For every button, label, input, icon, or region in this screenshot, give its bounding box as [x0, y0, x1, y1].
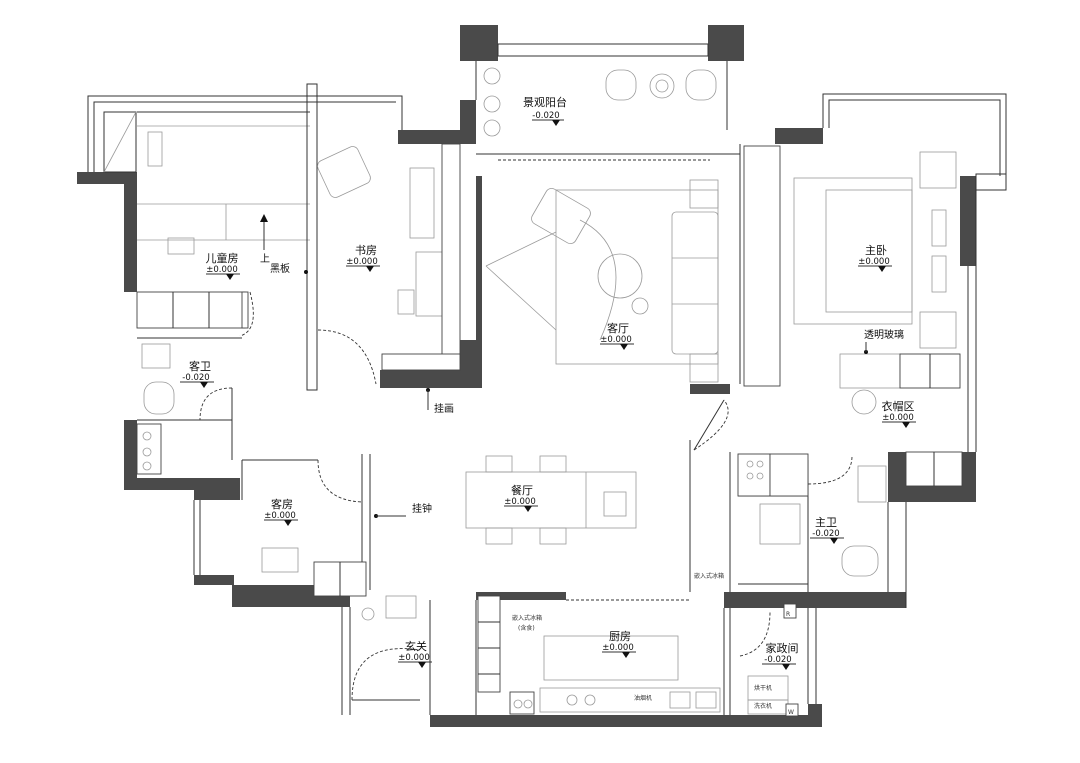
room-name-guest-bath: 客卫 [189, 359, 211, 373]
room-elev-kids-room: ±0.000 [206, 265, 237, 275]
doors [199, 291, 853, 701]
room-elev-master-bath: -0.020 [812, 529, 839, 539]
room-elev-dining-room: ±0.000 [504, 497, 535, 507]
note-range-hood: 油烟机 [634, 694, 652, 702]
note-w-mark: W [788, 709, 794, 716]
note-blackboard: 黑板 [270, 262, 290, 275]
room-elev-guest-room: ±0.000 [264, 511, 295, 521]
note-kitchen-fridge: 嵌入式冰箱 [512, 614, 542, 622]
room-name-study: 书房 [355, 244, 377, 257]
room-elev-kitchen: ±0.000 [602, 643, 633, 653]
annotations: 上 黑板 挂画 挂钟 透明玻璃 嵌入式冰箱 嵌入式冰箱 (含食) 油烟机 烘干机… [260, 214, 904, 716]
room-name-kids-room: 儿童房 [206, 251, 239, 265]
note-up: 上 [260, 253, 270, 265]
room-elev-study: ±0.000 [346, 257, 377, 267]
room-elev-guest-bath: -0.020 [182, 373, 209, 383]
room-labels: 景观阳台 -0.020 儿童房 ±0.000 书房 ±0.000 客厅 ±0.0… [180, 95, 916, 670]
room-name-living-room: 客厅 [607, 321, 629, 335]
note-washer: 洗衣机 [754, 702, 772, 710]
room-elev-living-room: ±0.000 [600, 335, 631, 345]
note-kitchen-fridge-sub: (含食) [518, 624, 535, 632]
room-name-kitchen: 厨房 [609, 630, 631, 643]
room-name-guest-room: 客房 [271, 497, 293, 511]
room-name-master-bath: 主卫 [815, 516, 837, 529]
outline-walls [87, 43, 1007, 715]
note-clock: 挂钟 [412, 502, 432, 515]
note-built-in-fridge: 嵌入式冰箱 [694, 572, 724, 580]
note-dryer: 烘干机 [754, 684, 772, 692]
room-name-wardrobe: 衣帽区 [882, 399, 915, 413]
room-elev-landscape-balcony: -0.020 [532, 111, 559, 121]
room-name-dining-room: 餐厅 [511, 483, 533, 497]
room-name-entrance: 玄关 [405, 639, 427, 653]
room-name-landscape-balcony: 景观阳台 [523, 95, 567, 109]
room-elev-utility-room: -0.020 [764, 655, 791, 665]
furniture [136, 67, 963, 717]
note-painting: 挂画 [434, 402, 454, 415]
room-name-master-bedroom: 主卧 [865, 244, 887, 257]
room-elev-master-bedroom: ±0.000 [858, 257, 889, 267]
note-clear-glass: 透明玻璃 [864, 328, 904, 341]
room-elev-wardrobe: ±0.000 [882, 413, 913, 423]
room-elev-entrance: ±0.000 [398, 653, 429, 663]
note-r-mark: R [786, 611, 790, 618]
room-name-utility-room: 家政间 [766, 641, 799, 655]
